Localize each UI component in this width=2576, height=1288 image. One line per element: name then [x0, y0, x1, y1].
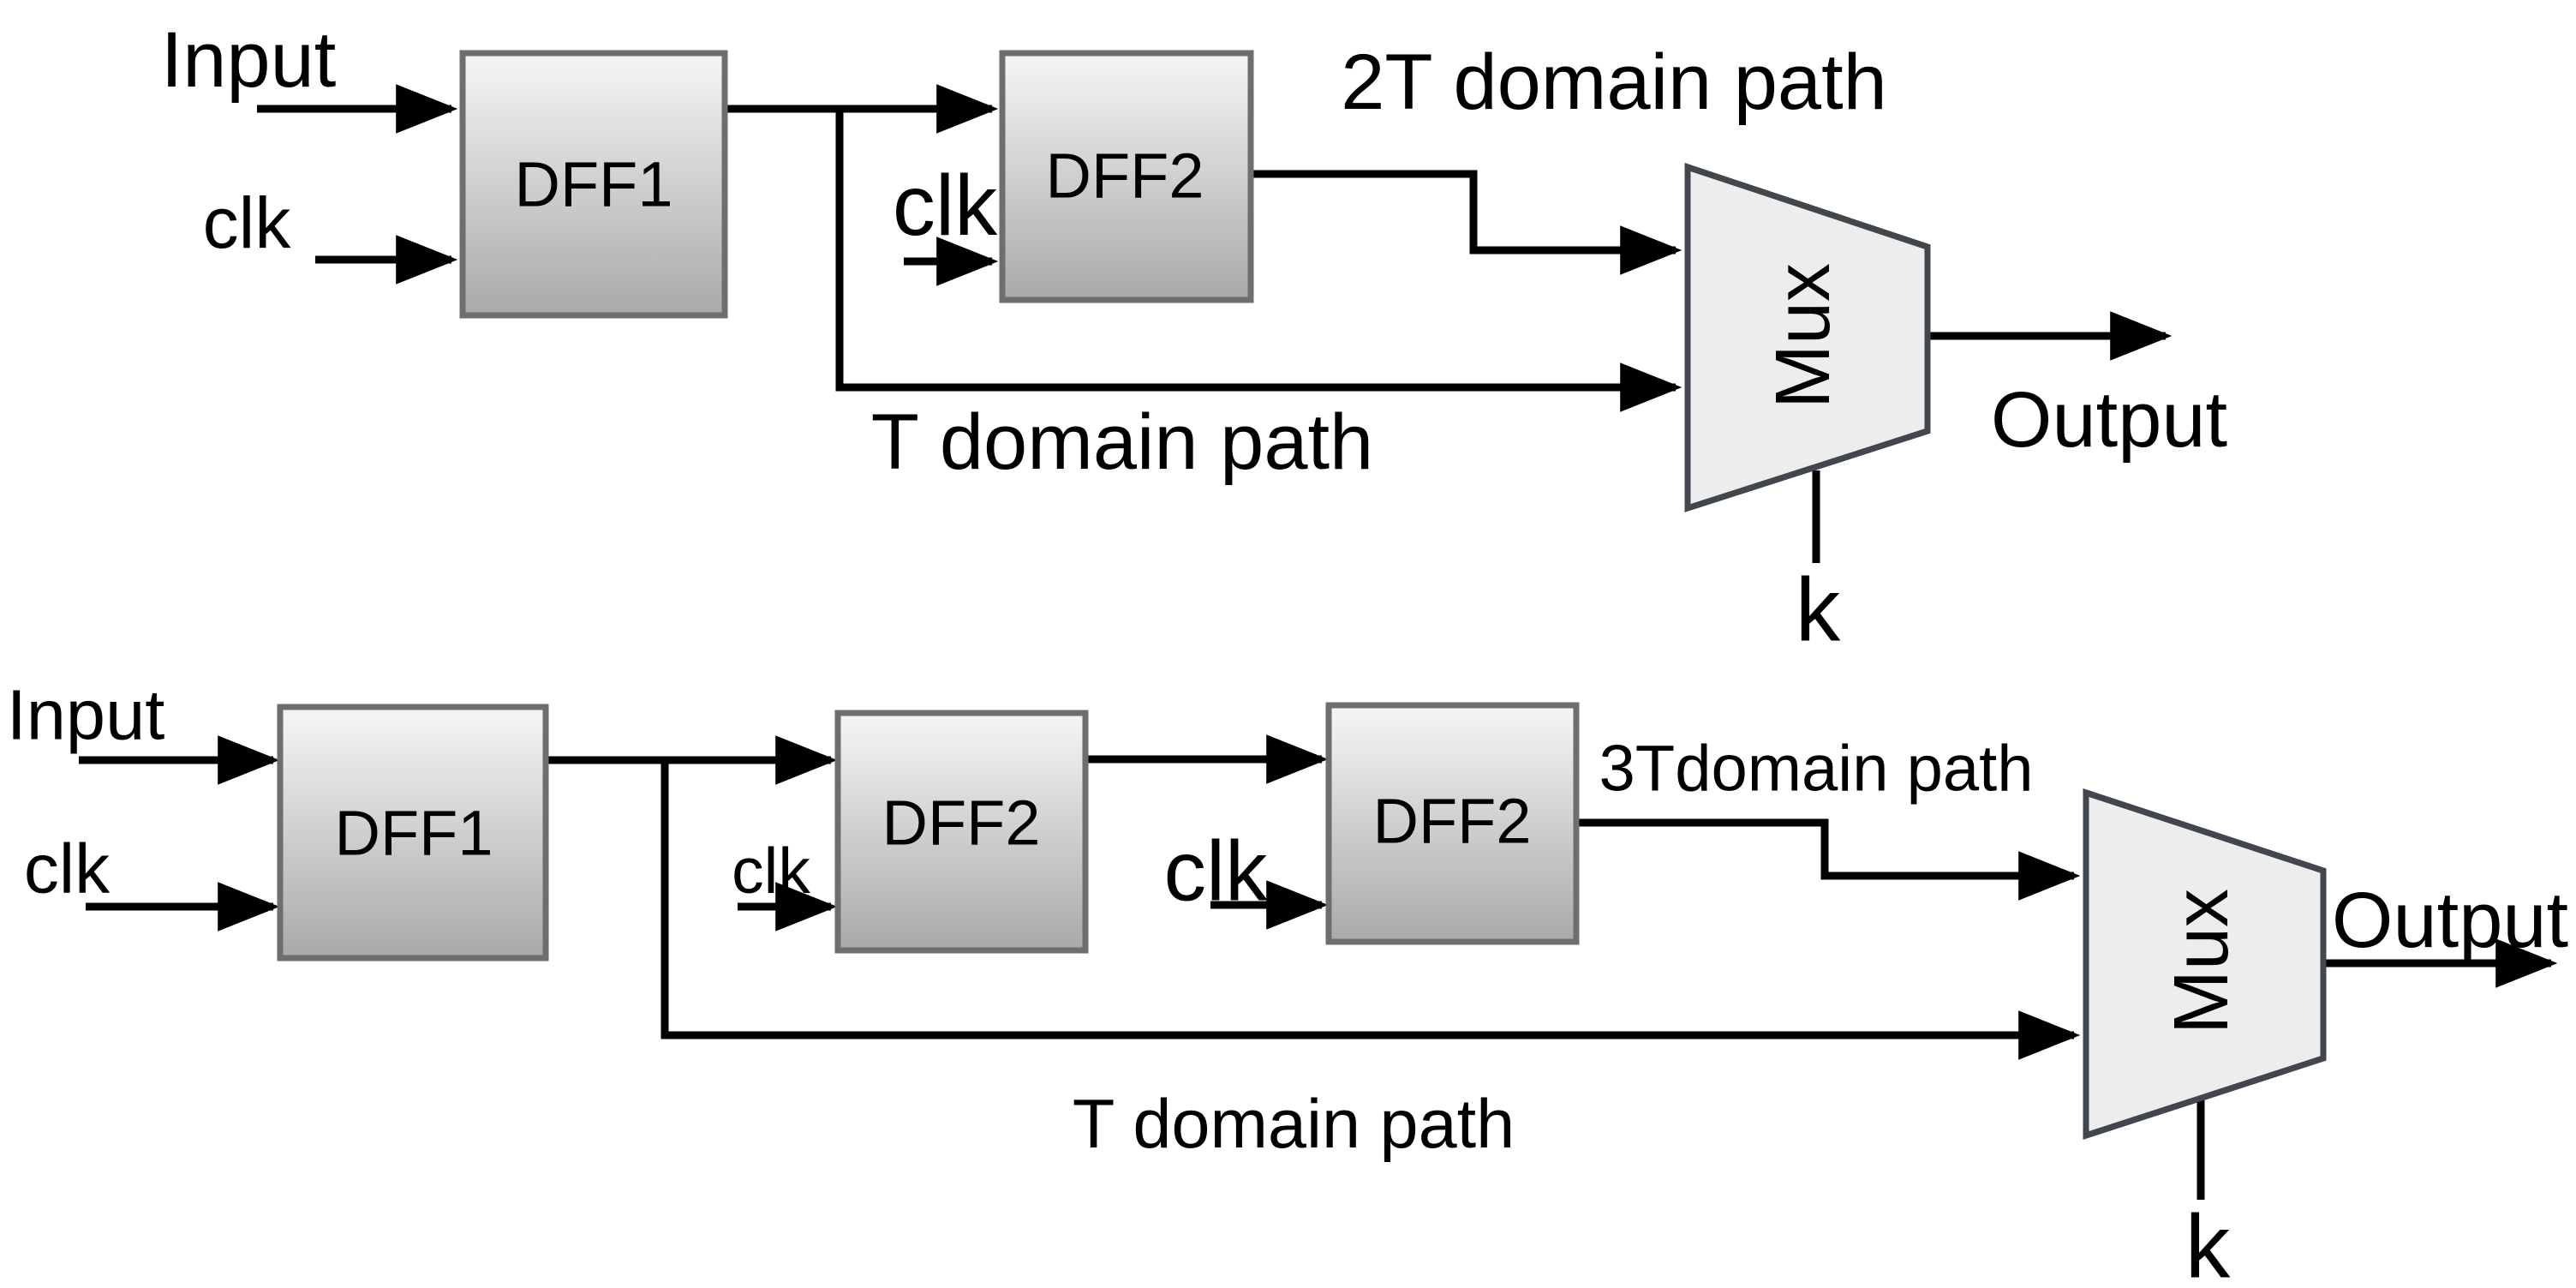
bottom-dff1-box — [277, 704, 549, 962]
bottom-mux-label: Mux — [2159, 889, 2244, 1034]
top-clk2-label: clk — [893, 158, 998, 254]
top-mux-label: Mux — [1760, 263, 1846, 409]
top-diagram: Input clk DFF1 clk DFF2 2T domain path T… — [161, 16, 2227, 661]
top-dff2-label: DFF2 — [1046, 141, 1204, 212]
top-2t-domain-path-label: 2T domain path — [1341, 39, 1887, 126]
top-t-domain-wire — [835, 109, 1682, 412]
bottom-select-k-label: k — [2185, 1197, 2231, 1288]
top-dff2-box — [999, 50, 1254, 303]
bottom-t-domain-path-label: T domain path — [1073, 1086, 1515, 1163]
top-select-k-label: k — [1796, 560, 1841, 661]
bottom-dff2a-box — [834, 710, 1089, 954]
top-dff1-box — [459, 50, 728, 319]
top-mux-outline — [1684, 163, 1931, 512]
bottom-dff2b-label: DFF2 — [1373, 786, 1532, 857]
bottom-output-label: Output — [2332, 877, 2568, 964]
bottom-dff2a-label: DFF2 — [882, 788, 1041, 859]
top-t-domain-path-label: T domain path — [871, 398, 1373, 486]
bottom-input-label: Input — [7, 675, 165, 755]
bottom-dff1-label: DFF1 — [335, 798, 493, 869]
bottom-3t-domain-wire — [1576, 818, 2081, 901]
bottom-t-domain-wire — [660, 760, 2081, 1060]
top-clk1-label: clk — [203, 183, 292, 263]
bottom-clk2-label: clk — [732, 835, 810, 907]
bottom-dff2b-box — [1325, 702, 1580, 945]
top-input-label: Input — [161, 16, 337, 104]
bottom-mux-outline — [2083, 788, 2327, 1140]
bottom-diagram: Input clk DFF1 clk DFF2 clk DFF2 3Tdomai… — [7, 675, 2568, 1288]
bottom-3t-domain-path-label: 3Tdomain path — [1599, 733, 2034, 806]
top-output-label: Output — [1991, 376, 2227, 464]
bottom-clk1-label: clk — [24, 830, 111, 908]
bottom-clk3-label: clk — [1164, 824, 1268, 919]
top-2t-domain-wire — [1251, 170, 1682, 275]
top-dff1-label: DFF1 — [515, 149, 673, 220]
